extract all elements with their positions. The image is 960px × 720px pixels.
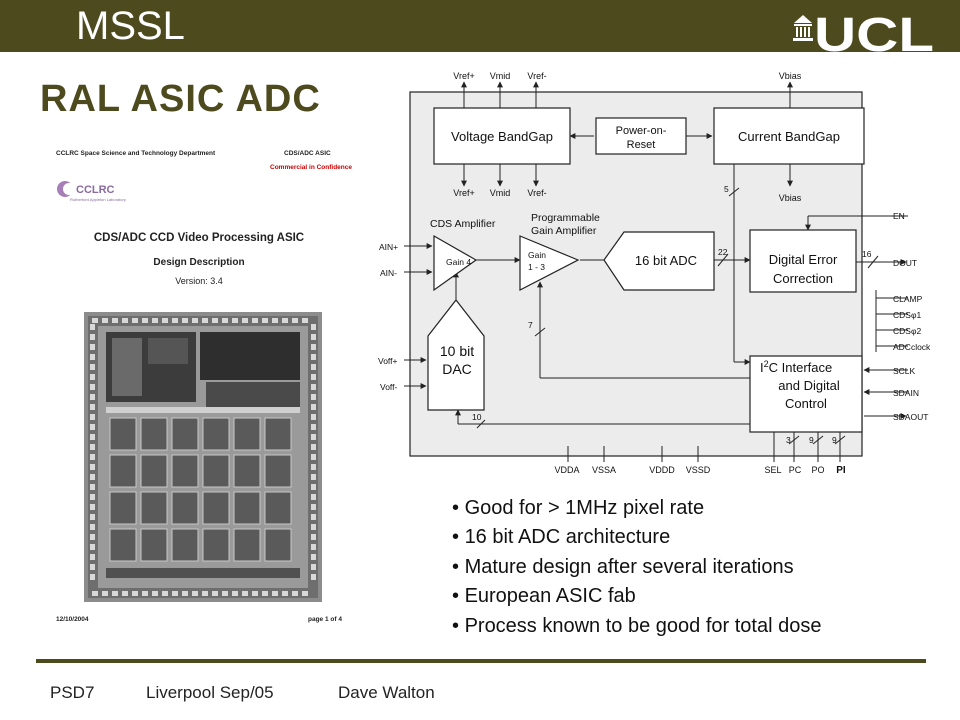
bullet-item: Good for > 1MHz pixel rate	[452, 494, 821, 523]
doc-page-number: page 1 of 4	[308, 616, 342, 623]
cclrc-logo: CCLRC Rutherford Appleton Laboratory	[57, 181, 126, 202]
dac-block	[427, 299, 485, 411]
doc-ref: CDS/ADC ASIC	[284, 150, 331, 157]
sclk-label: SCLK	[893, 366, 916, 376]
sdain-label: SDAIN	[893, 388, 919, 398]
i2c-label-1: I2C Interface	[760, 359, 832, 375]
pc-label: PC	[789, 465, 802, 475]
vddd-label: VDDD	[649, 465, 675, 475]
bus-3-label: 3	[786, 435, 791, 445]
gain4-label: Gain 4	[446, 257, 471, 267]
pi-label: PI	[836, 465, 846, 476]
pga-label-2: Gain Amplifier	[531, 225, 597, 237]
portico-icon	[793, 15, 813, 41]
vref-plus-top-label: Vref+	[453, 71, 474, 81]
voltage-bandgap-label: Voltage BandGap	[451, 129, 553, 144]
clamp-label: CLAMP	[893, 294, 923, 304]
doc-dept: CCLRC Space Science and Technology Depar…	[56, 150, 216, 157]
current-bandgap-label: Current BandGap	[738, 129, 840, 144]
dout-label: DOUT	[893, 258, 917, 268]
i2c-label-3: Control	[785, 396, 827, 411]
gain13-label-1: Gain	[528, 250, 546, 260]
sel-label: SEL	[764, 465, 781, 475]
sdaout-label: SDAOUT	[893, 412, 928, 422]
i2c-label-2: and Digital	[778, 378, 840, 393]
cds2-label: CDSφ2	[893, 326, 921, 336]
ain-plus-label: AIN+	[379, 242, 398, 252]
po-label: PO	[811, 465, 824, 475]
cds-amplifier-label: CDS Amplifier	[430, 218, 496, 230]
asic-block-diagram: Vref+ Vmid Vref- Vbias Vref+ Vmid Vref- …	[378, 71, 931, 476]
bus-7-label: 7	[528, 320, 533, 330]
dac-label-1: 10 bit	[440, 343, 474, 359]
bus-9b-label: 9	[832, 435, 837, 445]
footer-event: PSD7	[50, 683, 95, 702]
en-label: EN	[893, 211, 905, 221]
vref-plus-bot-label: Vref+	[453, 188, 474, 198]
document-page: CCLRC Space Science and Technology Depar…	[38, 140, 360, 630]
svg-text:Rutherford Appleton Laboratory: Rutherford Appleton Laboratory	[70, 197, 126, 202]
voff-plus-label: Voff+	[378, 356, 397, 366]
bus-9a-label: 9	[809, 435, 814, 445]
vbias-bot-label: Vbias	[779, 193, 802, 203]
pga-block	[519, 235, 580, 291]
doc-version: Version: 3.4	[175, 276, 223, 286]
power-on-label: Power-on-	[616, 125, 667, 137]
adcclock-label: ADCclock	[893, 342, 931, 352]
bus-16-label: 16	[862, 249, 872, 259]
bullet-item: 16 bit ADC architecture	[452, 523, 821, 552]
doc-date: 12/10/2004	[56, 616, 89, 623]
current-bandgap-block	[713, 107, 865, 165]
ucl-logo: UCL	[793, 10, 934, 52]
bus-22-label: 22	[718, 247, 728, 257]
vref-minus-bot-label: Vref-	[527, 188, 546, 198]
bus-10-label: 10	[472, 412, 482, 422]
vref-minus-top-label: Vref-	[527, 71, 546, 81]
gain13-label-2: 1 - 3	[528, 262, 545, 272]
i2c-interface-block	[749, 355, 863, 433]
bullet-item: European ASIC fab	[452, 582, 821, 611]
bus-5-label: 5	[724, 184, 729, 194]
adc-block	[603, 231, 715, 291]
slide-title: RAL ASIC ADC	[40, 78, 321, 120]
cds1-label: CDSφ1	[893, 310, 921, 320]
footer-rule	[36, 659, 926, 663]
doc-heading: CDS/ADC CCD Video Processing ASIC	[93, 232, 305, 244]
svg-text:UCL: UCL	[814, 10, 934, 52]
footer-venue: Liverpool Sep/05	[146, 683, 274, 702]
vssd-label: VSSD	[686, 465, 711, 475]
dec-label-2: Correction	[773, 271, 833, 286]
doc-subheading: Design Description	[153, 257, 245, 268]
vbias-top-label: Vbias	[779, 71, 802, 81]
power-on-reset-block	[595, 117, 687, 155]
digital-error-correction-block	[749, 229, 857, 293]
vmid-bot-label: Vmid	[490, 188, 511, 198]
chip-die-image	[84, 312, 322, 602]
pga-label-1: Programmable	[531, 212, 600, 224]
voltage-bandgap-block	[433, 107, 571, 165]
svg-text:CCLRC: CCLRC	[76, 184, 115, 196]
cds-amplifier-block	[433, 234, 478, 292]
vssa-label: VSSA	[592, 465, 616, 475]
bullet-item: Process known to be good for total dose	[452, 612, 822, 641]
voff-minus-label: Voff-	[380, 382, 397, 392]
mssl-label: MSSL	[76, 4, 185, 48]
footer-author: Dave Walton	[338, 683, 435, 702]
bullet-item: Mature design after several iterations	[452, 553, 821, 582]
vdda-label: VDDA	[554, 465, 579, 475]
reset-label: Reset	[627, 139, 656, 151]
ain-minus-label: AIN-	[380, 268, 397, 278]
vmid-top-label: Vmid	[490, 71, 511, 81]
adc-label: 16 bit ADC	[635, 253, 697, 268]
dec-label-1: Digital Error	[769, 252, 838, 267]
dac-label-2: DAC	[442, 361, 472, 377]
bullet-list: Good for > 1MHz pixel rate 16 bit ADC ar…	[452, 494, 822, 641]
doc-confidential: Commercial in Confidence	[270, 164, 352, 171]
